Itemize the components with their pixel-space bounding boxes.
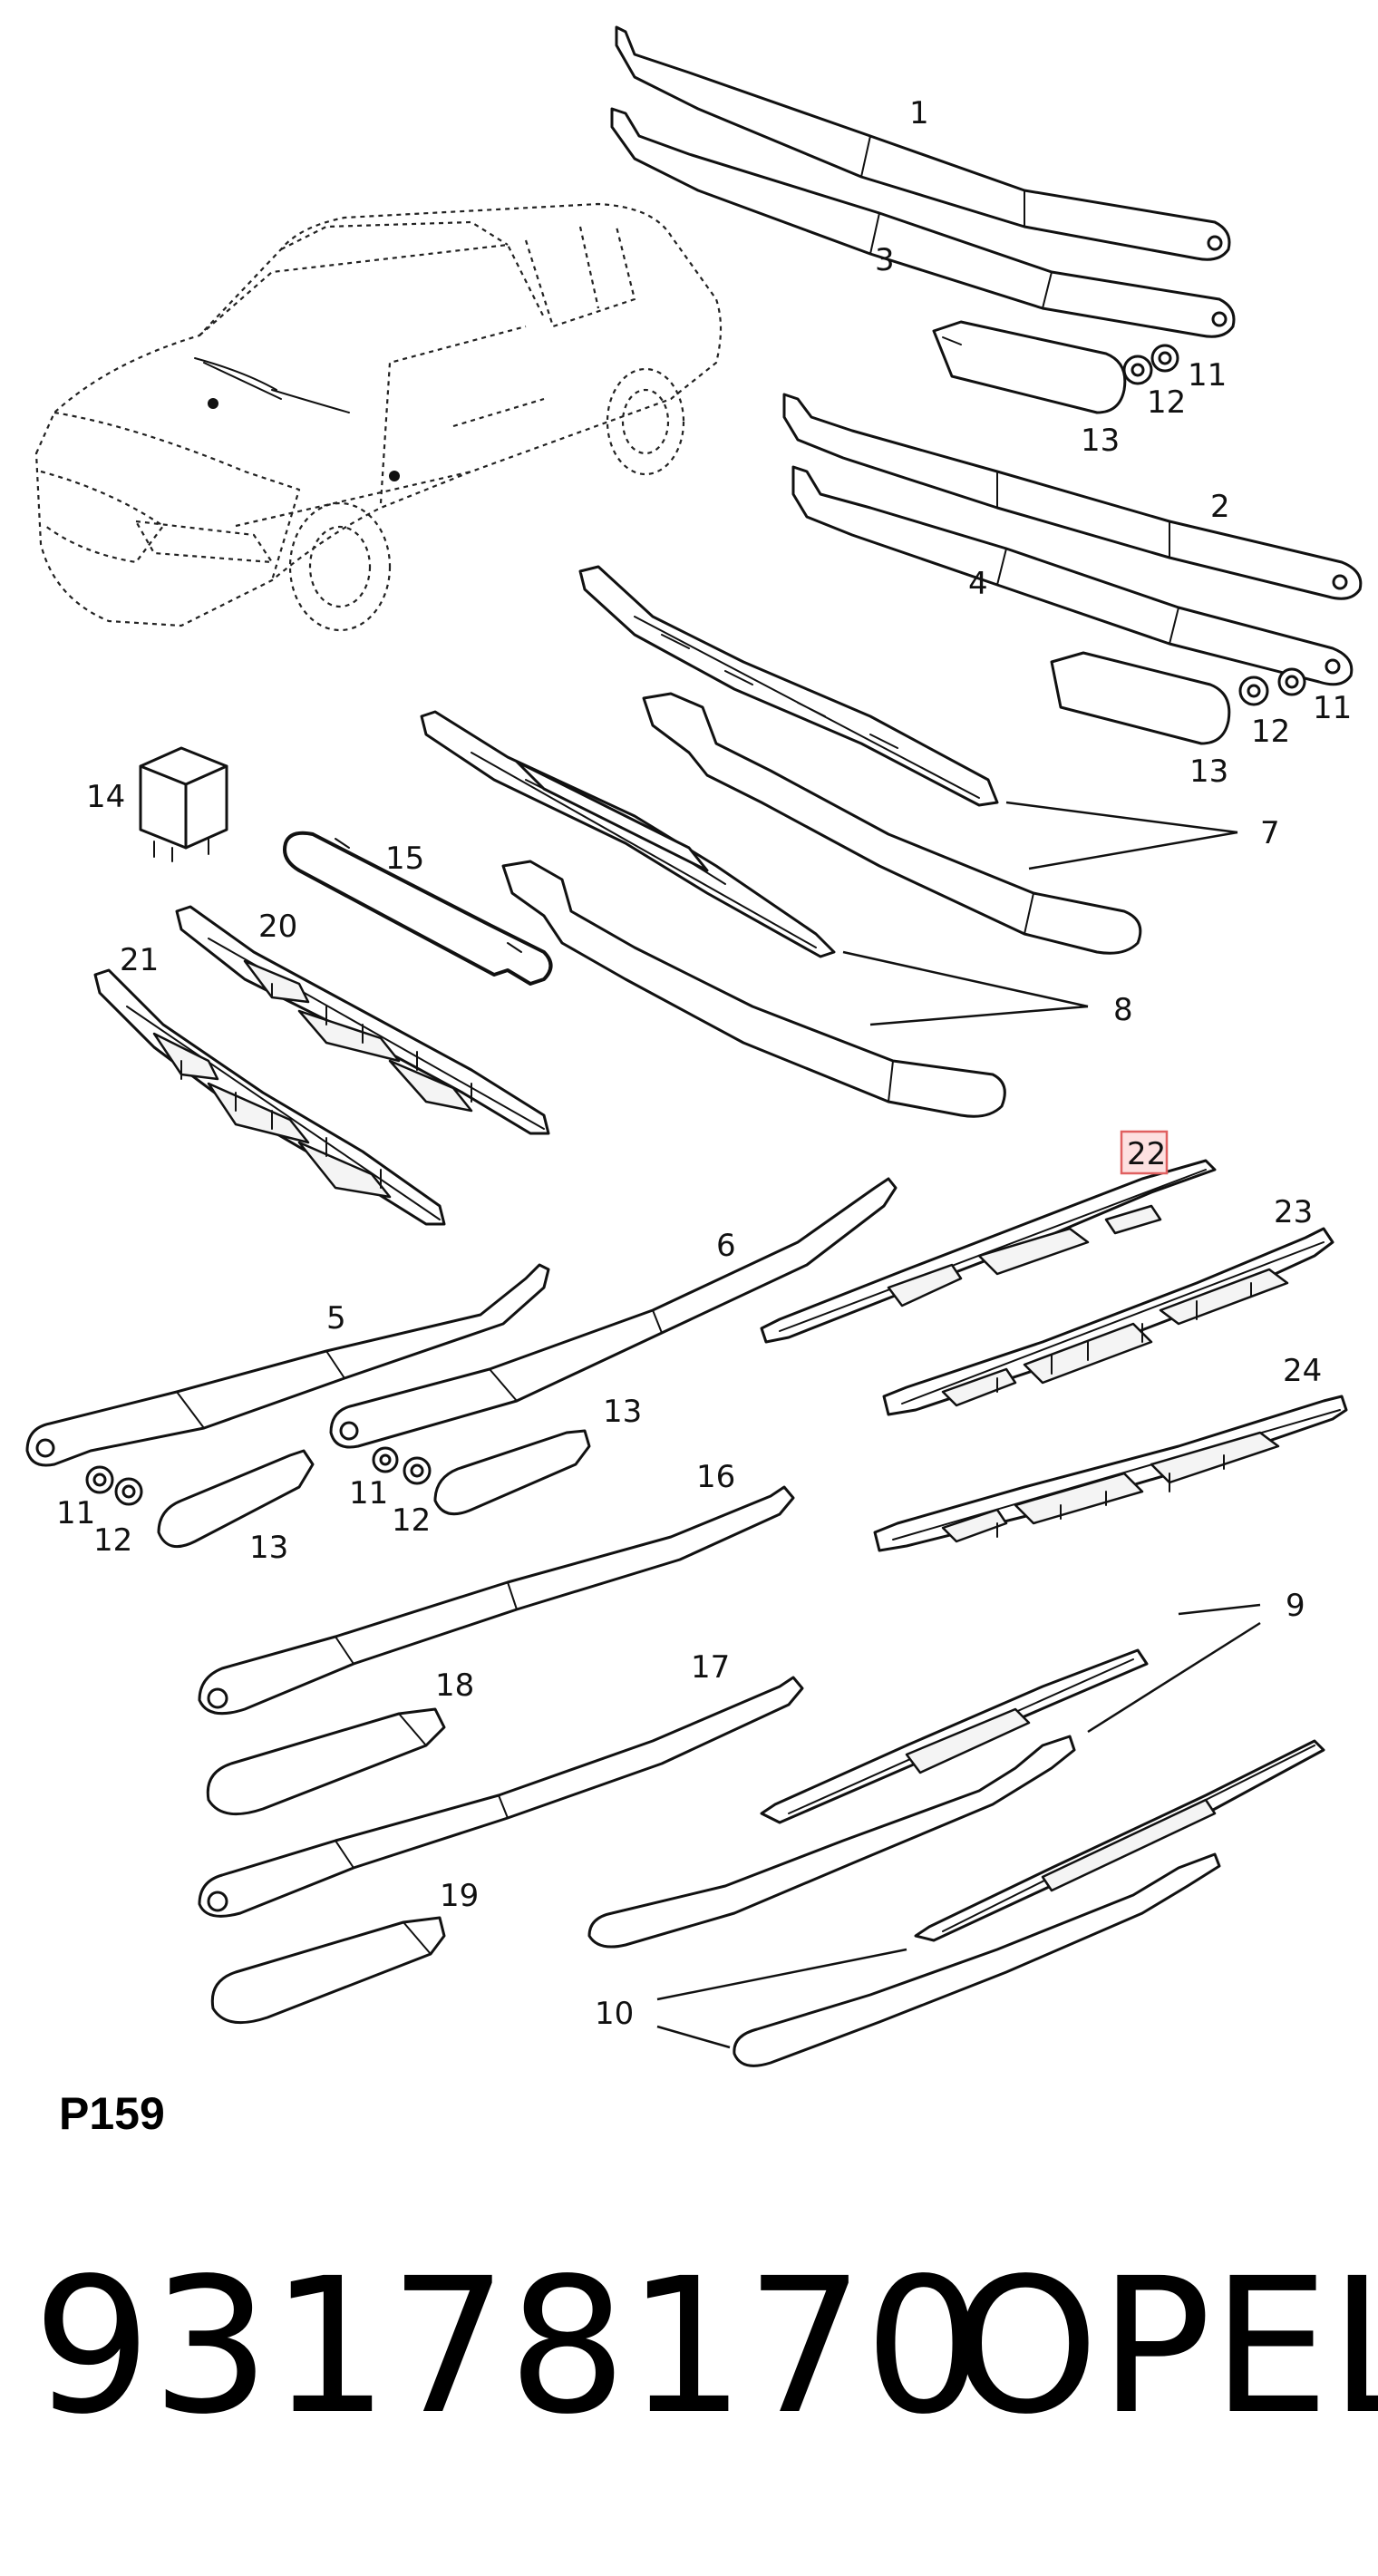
arm-cover-13a (932, 320, 1127, 414)
wiper-arm-2 (782, 393, 1363, 600)
wiper-blade-8 (420, 710, 836, 958)
wiper-blade-24 (873, 1395, 1348, 1552)
callout-10: 10 (595, 1996, 634, 2032)
seal-15 (283, 831, 553, 986)
washer-12c (114, 1477, 143, 1506)
callout-20: 20 (258, 909, 297, 945)
wiper-arm-10 (733, 1852, 1221, 2067)
arm-cover-18 (206, 1707, 446, 1816)
callout-11: 11 (1313, 690, 1352, 726)
callout-24: 24 (1283, 1353, 1322, 1389)
wiper-blade-22 (760, 1159, 1217, 1344)
callout-16: 16 (696, 1459, 735, 1495)
part-number: 93178170 (33, 2238, 984, 2455)
wiper-arm-17 (198, 1676, 804, 1918)
wiper-arm-9 (587, 1735, 1076, 1949)
callout-7: 7 (1260, 815, 1280, 851)
nut-11c (85, 1465, 114, 1494)
wiper-blade-20 (175, 905, 550, 1135)
washer-12d (403, 1456, 432, 1485)
nut-11b (1277, 667, 1306, 696)
callout-14: 14 (86, 779, 125, 815)
callout-22[interactable]: 22 (1127, 1136, 1166, 1172)
callout-13: 13 (1189, 753, 1228, 790)
callouts: 1 3 11 12 13 2 4 11 12 13 7 14 15 20 21 … (56, 95, 1352, 2032)
arm-cover-13d (433, 1429, 591, 1516)
wiper-arm-3 (610, 107, 1236, 338)
callout-18: 18 (435, 1667, 474, 1704)
wiper-arm-16 (198, 1485, 795, 1716)
nut-11a (1150, 344, 1179, 373)
callout-12: 12 (1147, 384, 1186, 421)
wiper-blade-21 (93, 968, 446, 1226)
wiper-arm-4 (791, 465, 1354, 686)
callout-17: 17 (691, 1649, 730, 1686)
callout-11: 11 (1188, 357, 1227, 394)
nut-11d (372, 1446, 399, 1473)
wiper-blade-9 (760, 1648, 1149, 1824)
callout-13: 13 (603, 1394, 642, 1430)
callout-22-highlight (1120, 1130, 1169, 1175)
callout-6: 6 (716, 1228, 736, 1264)
callout-21: 21 (120, 942, 159, 978)
brand-name: OPEL (952, 2238, 1378, 2455)
callout-4: 4 (968, 566, 988, 602)
callout-12: 12 (93, 1522, 132, 1559)
callout-15: 15 (385, 841, 424, 877)
arm-cover-19 (210, 1916, 446, 2025)
leader-lines (656, 801, 1261, 2049)
callout-11: 11 (56, 1495, 95, 1531)
callout-23: 23 (1274, 1194, 1313, 1230)
wiper-blade-23 (882, 1227, 1334, 1416)
diagram-code: P159 (59, 2088, 165, 2139)
car-illustration (34, 202, 723, 632)
wiper-arm-1 (615, 25, 1231, 261)
wiper-blade-10 (914, 1739, 1325, 1942)
callout-11: 11 (349, 1475, 388, 1512)
callout-2: 2 (1210, 489, 1230, 525)
wiper-arm-6 (329, 1177, 898, 1449)
callout-13: 13 (1081, 423, 1120, 459)
wiper-arm-8 (501, 860, 1006, 1118)
washer-12a (1122, 355, 1153, 385)
relay-14 (139, 746, 228, 862)
callout-5: 5 (326, 1300, 346, 1337)
wiper-blade-7 (578, 565, 999, 807)
wiper-arm-7 (642, 692, 1142, 955)
wiper-arm-5 (25, 1263, 550, 1467)
callout-1: 1 (909, 95, 929, 131)
arm-cover-13b (1050, 651, 1231, 745)
callout-13: 13 (249, 1530, 288, 1566)
callout-9: 9 (1286, 1588, 1305, 1624)
callout-3: 3 (875, 242, 895, 278)
callout-12: 12 (1251, 714, 1290, 750)
callout-8: 8 (1113, 992, 1133, 1028)
washer-12b (1238, 676, 1269, 706)
callout-19: 19 (440, 1878, 479, 1914)
arm-cover-13c (157, 1449, 315, 1549)
callout-12: 12 (392, 1502, 431, 1539)
